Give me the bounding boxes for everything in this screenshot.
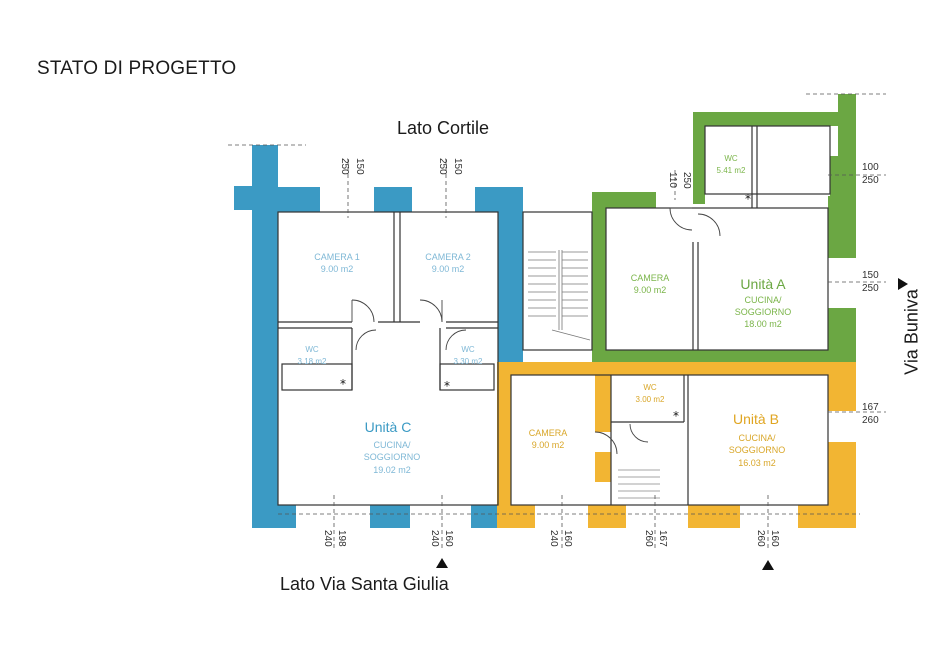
section-markers bbox=[436, 278, 908, 570]
dim-right1-a: 100 bbox=[862, 162, 879, 173]
label-lato-via-santa-giulia: Lato Via Santa Giulia bbox=[280, 574, 449, 594]
room-wc1-area: 3.18 m2 bbox=[298, 357, 327, 366]
shaft-symbols: * * * * bbox=[340, 192, 751, 423]
dim-top1-b: 250 bbox=[339, 158, 350, 175]
room-b-camera-area: 9.00 m2 bbox=[532, 440, 565, 450]
dim-bottom4-b: 260 bbox=[643, 530, 654, 547]
room-camera2-name: CAMERA 2 bbox=[425, 252, 471, 262]
room-labels-a: WC 5.41 m2 CAMERA 9.00 m2 Unità A CUCINA… bbox=[631, 154, 792, 329]
stair-rail bbox=[551, 250, 591, 341]
unit-b-cucina-area: 16.03 m2 bbox=[738, 458, 776, 468]
dim-right3-a: 167 bbox=[862, 402, 879, 413]
room-camera1-area: 9.00 m2 bbox=[321, 264, 354, 274]
unit-c-cucina-area: 19.02 m2 bbox=[373, 465, 411, 475]
dimension-lines bbox=[228, 93, 886, 548]
unit-c-cucina-l1: CUCINA/ bbox=[373, 440, 411, 450]
unit-c-cucina-l2: SOGGIORNO bbox=[364, 452, 421, 462]
shaft-a-icon: * bbox=[745, 192, 751, 206]
shaft-c1-icon: * bbox=[340, 377, 346, 391]
room-camera1-name: CAMERA 1 bbox=[314, 252, 360, 262]
room-a-camera-name: CAMERA bbox=[631, 273, 670, 283]
dim-bottom4-a: 167 bbox=[657, 530, 668, 547]
room-wc1-name: WC bbox=[305, 345, 319, 354]
dim-right2-a: 150 bbox=[862, 270, 879, 281]
dim-top2-a: 150 bbox=[452, 158, 463, 175]
room-b-wc-area: 3.00 m2 bbox=[636, 395, 665, 404]
room-a-camera-area: 9.00 m2 bbox=[634, 285, 667, 295]
unit-b-cucina-l1: CUCINA/ bbox=[738, 433, 776, 443]
unit-a-cucina-l1: CUCINA/ bbox=[744, 295, 782, 305]
dim-top2-b: 250 bbox=[437, 158, 448, 175]
dim-bottom3-a: 160 bbox=[562, 530, 573, 547]
dim-top3-a: 110 bbox=[667, 172, 678, 188]
unit-c-name: Unità C bbox=[365, 419, 412, 435]
unit-a-cucina-l2: SOGGIORNO bbox=[735, 307, 792, 317]
dim-top1-a: 150 bbox=[354, 158, 365, 175]
marker-bottom-right-icon bbox=[762, 560, 774, 570]
dim-bottom2-b: 240 bbox=[429, 530, 440, 547]
unit-a-cucina-area: 18.00 m2 bbox=[744, 319, 782, 329]
dim-bottom5-b: 260 bbox=[755, 530, 766, 547]
unit-c-walls bbox=[234, 145, 523, 528]
room-camera2-area: 9.00 m2 bbox=[432, 264, 465, 274]
room-wc2-area: 3.30 m2 bbox=[454, 357, 483, 366]
room-wc2-name: WC bbox=[461, 345, 475, 354]
drawing-title: STATO DI PROGETTO bbox=[37, 58, 237, 79]
room-labels-b: WC 3.00 m2 CAMERA 9.00 m2 Unità B CUCINA… bbox=[529, 383, 786, 468]
dim-bottom2-a: 160 bbox=[443, 530, 454, 547]
dim-top3-b: 250 bbox=[681, 172, 692, 189]
dim-right3-b: 260 bbox=[862, 415, 879, 426]
shaft-c2-icon: * bbox=[444, 379, 450, 393]
interior-walls bbox=[277, 125, 831, 506]
dim-right2-b: 250 bbox=[862, 283, 879, 294]
stair-b bbox=[618, 469, 660, 499]
room-b-camera-name: CAMERA bbox=[529, 428, 568, 438]
door-swings bbox=[351, 207, 721, 455]
unit-b-name: Unità B bbox=[733, 411, 779, 427]
unit-b-walls bbox=[497, 362, 856, 528]
shaft-b-icon: * bbox=[673, 409, 679, 423]
dim-bottom1-a: 198 bbox=[336, 530, 347, 547]
dimension-labels: 150 250 150 250 110 250 100 250 150 250 … bbox=[322, 158, 879, 547]
marker-bottom-left-icon bbox=[436, 558, 448, 568]
dim-right1-b: 250 bbox=[862, 175, 879, 186]
dim-bottom1-b: 240 bbox=[322, 530, 333, 547]
room-a-wc-area: 5.41 m2 bbox=[717, 166, 746, 175]
unit-b-cucina-l2: SOGGIORNO bbox=[729, 445, 786, 455]
stair bbox=[528, 250, 591, 341]
room-labels-c: CAMERA 1 9.00 m2 CAMERA 2 9.00 m2 WC 3.1… bbox=[298, 252, 483, 475]
dim-bottom5-a: 160 bbox=[769, 530, 780, 547]
room-b-wc-name: WC bbox=[643, 383, 657, 392]
room-a-wc-name: WC bbox=[724, 154, 738, 163]
unit-a-name: Unità A bbox=[740, 276, 786, 292]
marker-right-icon bbox=[898, 278, 908, 290]
label-lato-cortile: Lato Cortile bbox=[397, 118, 490, 138]
dim-bottom3-b: 240 bbox=[548, 530, 559, 547]
unit-a-walls bbox=[592, 94, 856, 364]
